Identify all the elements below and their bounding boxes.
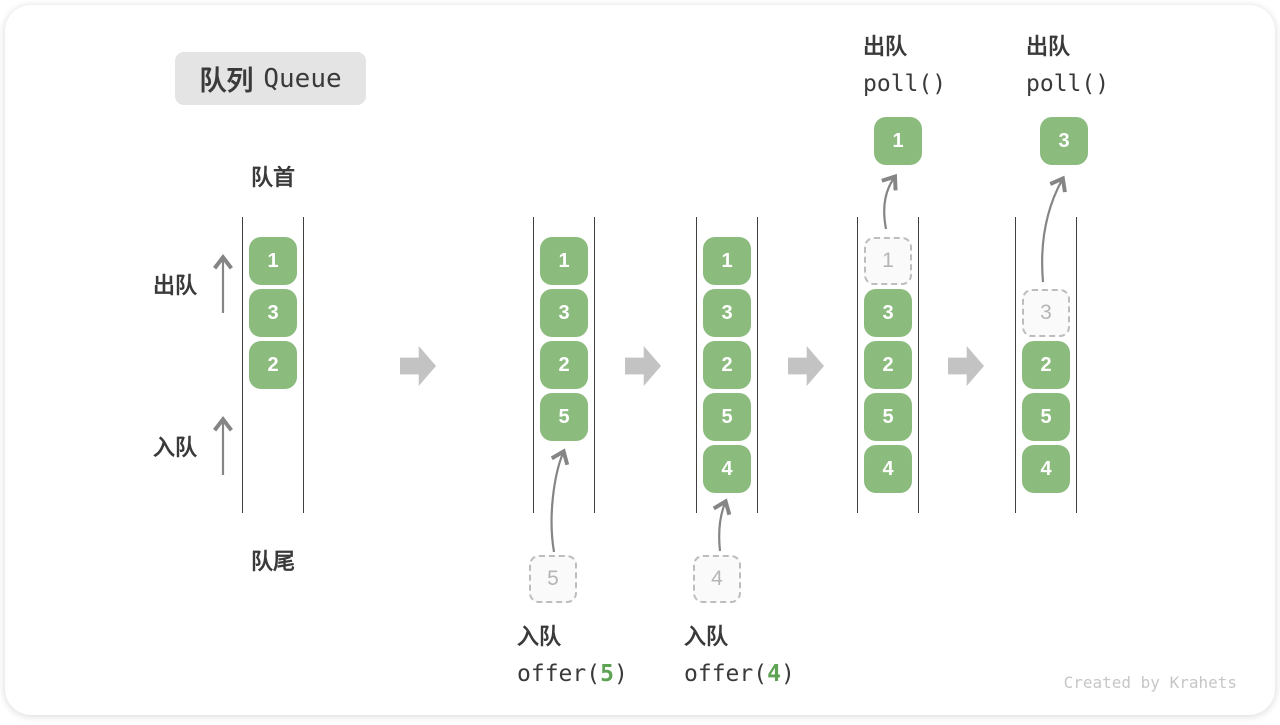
queue-channel-2 <box>533 217 595 513</box>
queue-item: 1 <box>249 237 297 285</box>
queue-item-incoming: 4 <box>693 555 741 603</box>
enqueue-annotation-code: offer(5) <box>517 661 628 687</box>
queue-item-removed: 3 <box>1022 289 1070 337</box>
dequeue-annotation-poll3: 出队 poll() <box>1026 33 1109 98</box>
queue-item-removed: 1 <box>864 237 912 285</box>
watermark-credit: Created by Krahets <box>1063 673 1237 692</box>
state-transition-arrow-1 <box>400 346 436 386</box>
queue-item: 5 <box>1022 393 1070 441</box>
queue-item: 2 <box>864 341 912 389</box>
queue-front-label: 队首 <box>250 165 295 190</box>
enqueue-annotation-title: 入队 <box>684 624 729 649</box>
queue-item: 2 <box>1022 341 1070 389</box>
title-en: Queue <box>263 63 342 94</box>
title-zh: 队列 <box>199 66 254 96</box>
state-transition-arrow-3 <box>788 346 824 386</box>
queue-item: 3 <box>540 289 588 337</box>
queue-item: 4 <box>864 445 912 493</box>
title-badge: 队列 Queue <box>175 52 366 105</box>
offer-arg-value: 5 <box>600 661 614 687</box>
dequeue-annotation-code: poll() <box>863 71 947 97</box>
queue-item: 4 <box>1022 445 1070 493</box>
queue-item: 2 <box>703 341 751 389</box>
offer-arg-value: 4 <box>767 661 781 687</box>
queue-item: 1 <box>703 237 751 285</box>
queue-item: 3 <box>703 289 751 337</box>
dequeue-annotation-title: 出队 <box>1026 34 1071 59</box>
enqueue-annotation-offer5: 入队 offer(5) <box>517 623 628 688</box>
queue-item: 2 <box>249 341 297 389</box>
queue-rear-label: 队尾 <box>250 549 295 574</box>
queue-channel-3 <box>696 217 758 513</box>
queue-item: 3 <box>864 289 912 337</box>
state-transition-arrow-4 <box>948 346 984 386</box>
queue-item: 5 <box>540 393 588 441</box>
queue-item-incoming: 5 <box>529 555 577 603</box>
dequeue-side-label: 出队 <box>153 273 198 298</box>
queue-item: 1 <box>540 237 588 285</box>
state-transition-arrow-2 <box>625 346 661 386</box>
queue-item: 2 <box>540 341 588 389</box>
queue-item: 5 <box>703 393 751 441</box>
queue-item-polled: 1 <box>874 117 922 165</box>
enqueue-annotation-title: 入队 <box>517 624 562 649</box>
queue-item: 5 <box>864 393 912 441</box>
enqueue-annotation-offer4: 入队 offer(4) <box>684 623 795 688</box>
queue-channel-5 <box>1015 217 1077 513</box>
enqueue-side-label: 入队 <box>153 435 198 460</box>
queue-item-polled: 3 <box>1040 117 1088 165</box>
queue-item: 4 <box>703 445 751 493</box>
dequeue-annotation-title: 出队 <box>863 34 908 59</box>
dequeue-annotation-code: poll() <box>1026 71 1110 97</box>
enqueue-annotation-code: offer(4) <box>684 661 795 687</box>
queue-channel-1 <box>242 217 304 513</box>
queue-channel-4 <box>857 217 919 513</box>
queue-item: 3 <box>249 289 297 337</box>
dequeue-annotation-poll1: 出队 poll() <box>863 33 946 98</box>
